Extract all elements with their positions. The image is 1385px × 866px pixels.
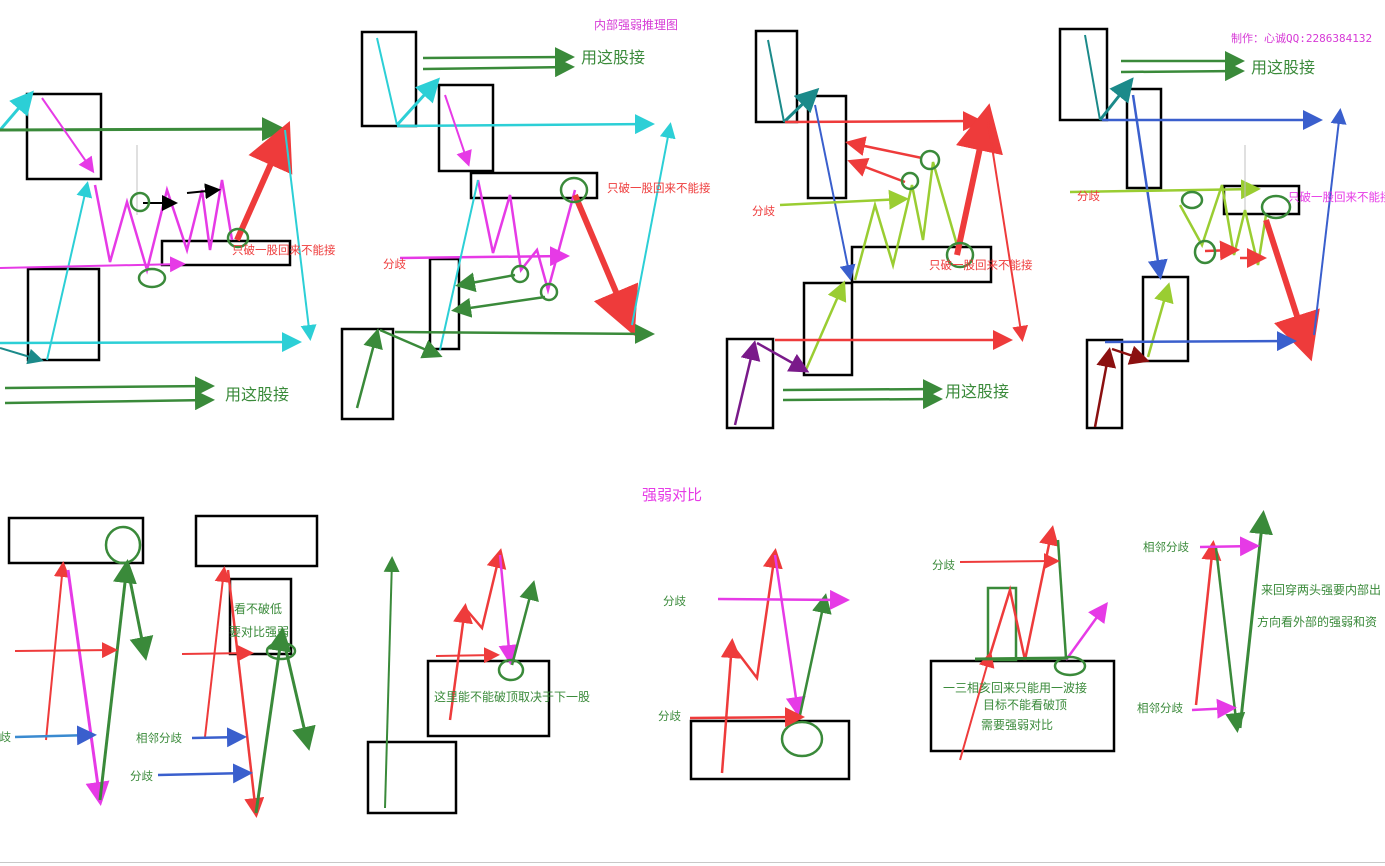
circle-marker [1180, 190, 1204, 210]
circle-marker [780, 720, 824, 758]
label-adjacent-divergence: 相邻分歧 [136, 731, 182, 745]
box [437, 83, 495, 173]
label-divergence: 分歧 [130, 769, 153, 783]
section-title: 强弱对比 [642, 486, 702, 504]
bottom-panel-d [929, 525, 1116, 761]
circle-marker [945, 241, 975, 269]
box [194, 514, 319, 568]
box [366, 740, 458, 815]
bottom-panel-c [689, 548, 851, 781]
circle-marker [900, 171, 920, 191]
label-back-forth: 来回穿两头强要内部出 [1261, 582, 1381, 597]
label-use-this: 用这股接 [225, 385, 289, 404]
label-use-this: 用这股接 [945, 382, 1009, 401]
label-target-no-top: 目标不能看破顶 [983, 697, 1067, 712]
label-need-compare: 要对比强弱 [229, 625, 289, 639]
box [25, 92, 103, 181]
box [228, 577, 293, 656]
label-adjacent-divergence: 相邻分歧 [1143, 540, 1189, 554]
label-only-break: 只破一股回来不能接 [1288, 190, 1385, 204]
label-top-decide: 这里能不能破顶取决于下一股 [434, 689, 590, 704]
box [160, 239, 292, 267]
label-use-this: 用这股接 [1251, 58, 1315, 77]
label-only-break: 只破一股回来不能接 [607, 181, 711, 195]
label-direction: 方向看外部的强弱和资 [1257, 614, 1377, 629]
bottom-rule [0, 862, 1385, 863]
box [802, 281, 854, 377]
label-divergence: 分歧 [1077, 189, 1100, 203]
box [806, 94, 848, 200]
panel-3 [725, 29, 1029, 430]
label-use-this: 用这股接 [581, 48, 645, 67]
bottom-panel-a [7, 514, 319, 818]
circle-marker [919, 149, 941, 171]
box [689, 719, 851, 781]
box [725, 337, 775, 430]
page-title: 内部强弱推理图 [594, 17, 678, 32]
circle-marker [539, 282, 559, 302]
circle-marker [559, 176, 589, 204]
circle-marker [137, 267, 167, 289]
label-cant-see-low: 看不破低 [234, 601, 282, 616]
panel-4 [1058, 27, 1347, 430]
label-divergence: 分歧 [658, 709, 681, 723]
bottom-panel-e [1191, 510, 1273, 733]
box [428, 257, 461, 351]
label-one-three: 一三相亥回来只能用一波接 [943, 680, 1087, 695]
box [929, 659, 1116, 753]
circle-marker [226, 227, 250, 249]
box [469, 171, 599, 200]
label-divergence: 分歧 [752, 204, 775, 218]
label-divergence: 分歧 [383, 257, 406, 271]
label-divergence: 分歧 [663, 594, 686, 608]
circle-marker [1053, 655, 1087, 677]
bottom-panel-b [366, 548, 551, 815]
label-only-break: 只破一股回来不能接 [232, 243, 336, 257]
circle-marker [1193, 239, 1217, 265]
panel-1 [0, 90, 317, 411]
box [1085, 338, 1124, 430]
circle-marker [1260, 194, 1292, 220]
box [754, 29, 799, 124]
label-need-strength: 需要强弱对比 [981, 718, 1053, 732]
label-adjacent-divergence: 相邻分歧 [1137, 701, 1183, 715]
box [1125, 87, 1163, 190]
box [340, 327, 395, 421]
label-divergence: 分歧 [932, 558, 955, 572]
circle-marker [104, 525, 142, 565]
circle-marker [129, 191, 151, 213]
credit-label: 制作：心诚QQ:2286384132 [1231, 32, 1372, 45]
box [26, 267, 101, 362]
panel-2 [340, 30, 676, 421]
circle-marker [510, 264, 530, 284]
circle-marker [497, 658, 525, 682]
box [7, 516, 145, 565]
label-only-break: 只破一股回来不能接 [929, 258, 1033, 272]
box [1058, 27, 1109, 122]
label-divergence-partial: 分歧 [0, 730, 11, 744]
